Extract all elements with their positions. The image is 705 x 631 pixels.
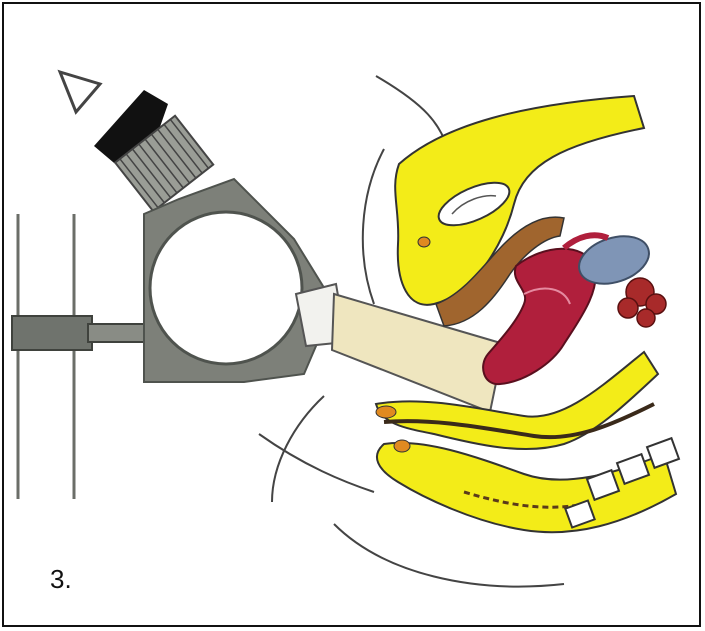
magnifier-head: [144, 179, 346, 382]
figure-label: 3.: [50, 564, 72, 595]
contour-bottom: [334, 524, 564, 587]
stand-arm: [12, 316, 148, 350]
vertical-stand: [18, 214, 74, 499]
fimbria-cluster: [618, 278, 666, 327]
arm-bar: [88, 324, 148, 342]
lens-window: [150, 212, 302, 364]
contour-lower: [259, 434, 374, 492]
anatomical-diagram: [4, 4, 703, 629]
contour-left-upper: [363, 149, 384, 304]
arm-clamp: [12, 316, 92, 350]
lower-yellow-region: [377, 443, 676, 532]
eye-icon: [60, 72, 100, 112]
eye-triangle: [60, 72, 100, 112]
